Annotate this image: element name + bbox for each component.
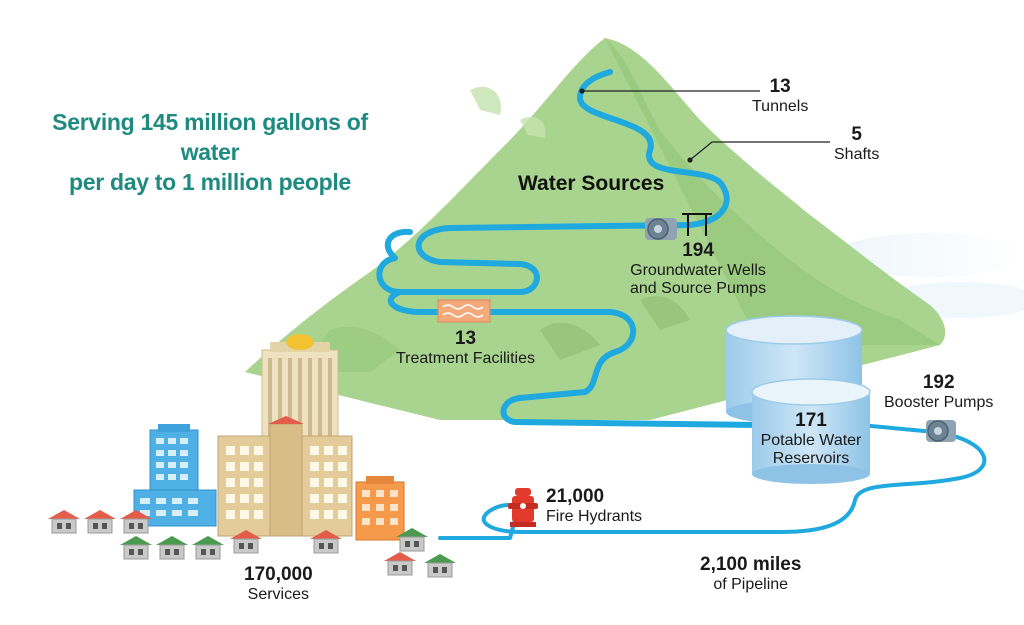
- wells-label-2: and Source Pumps: [630, 280, 767, 298]
- wells-label-1: Groundwater Wells: [630, 261, 766, 279]
- house-icon: [84, 510, 116, 534]
- water-sources-title: Water Sources: [518, 172, 665, 195]
- treatment-callout: 13 Treatment Facilities: [396, 328, 535, 368]
- shafts-number: 5: [851, 124, 862, 145]
- source-pump-icon: [645, 218, 677, 240]
- services-callout: 170,000 Services: [244, 564, 313, 604]
- house-icon: [156, 536, 188, 560]
- wells-number: 194: [682, 240, 714, 261]
- leader-lines: [579, 88, 830, 163]
- shafts-label: Shafts: [834, 145, 880, 163]
- tunnels-number: 13: [769, 76, 791, 97]
- reservoirs-callout: 171 Potable Water Reservoirs: [756, 410, 866, 469]
- shafts-callout: 5 Shafts: [834, 124, 879, 164]
- reservoirs-number: 171: [795, 410, 827, 431]
- tunnels-callout: 13 Tunnels: [752, 76, 808, 116]
- booster-pump-icon: [926, 420, 956, 442]
- pipeline-number: 2,100 miles: [700, 554, 802, 575]
- fire-hydrant-icon: [508, 488, 538, 527]
- tunnel-pipe: [376, 69, 730, 295]
- houses: [48, 510, 456, 578]
- house-icon: [424, 554, 456, 578]
- well-derrick-icon: [682, 213, 712, 236]
- pipeline-callout: 2,100 miles of Pipeline: [700, 554, 801, 594]
- house-icon: [384, 552, 416, 576]
- house-icon: [120, 536, 152, 560]
- mist: [835, 233, 1024, 318]
- headline: Serving 145 million gallons of water per…: [30, 108, 390, 198]
- treatment-number: 13: [454, 328, 477, 349]
- booster-callout: 192 Booster Pumps: [884, 372, 993, 412]
- city-buildings: [133, 334, 405, 541]
- reservoirs-label-2: Reservoirs: [772, 450, 850, 468]
- house-icon: [310, 530, 342, 554]
- distribution-pipeline: [438, 423, 987, 540]
- treatment-label: Treatment Facilities: [396, 349, 535, 367]
- house-icon: [120, 510, 152, 534]
- headline-line-1: Serving 145 million gallons of water: [52, 109, 368, 165]
- tunnels-label: Tunnels: [752, 97, 809, 115]
- services-number: 170,000: [244, 564, 313, 585]
- hydrants-number: 21,000: [546, 486, 605, 507]
- headline-line-2: per day to 1 million people: [68, 168, 351, 195]
- reservoirs-label-1: Potable Water: [760, 431, 862, 449]
- house-icon: [48, 510, 80, 534]
- house-icon: [230, 530, 262, 554]
- hydrants-callout: 21,000 Fire Hydrants: [546, 486, 642, 526]
- treatment-pipe: [387, 289, 763, 428]
- treatment-facility-icon: [437, 299, 491, 323]
- house-icon: [192, 536, 224, 560]
- services-label: Services: [247, 585, 310, 603]
- booster-number: 192: [922, 372, 955, 393]
- booster-label: Booster Pumps: [884, 393, 994, 411]
- wells-callout: 194 Groundwater Wells and Source Pumps: [630, 240, 766, 299]
- hydrants-label: Fire Hydrants: [546, 507, 643, 525]
- pipeline-label: of Pipeline: [713, 575, 789, 593]
- reservoir-front: [751, 378, 871, 484]
- house-icon: [396, 528, 428, 552]
